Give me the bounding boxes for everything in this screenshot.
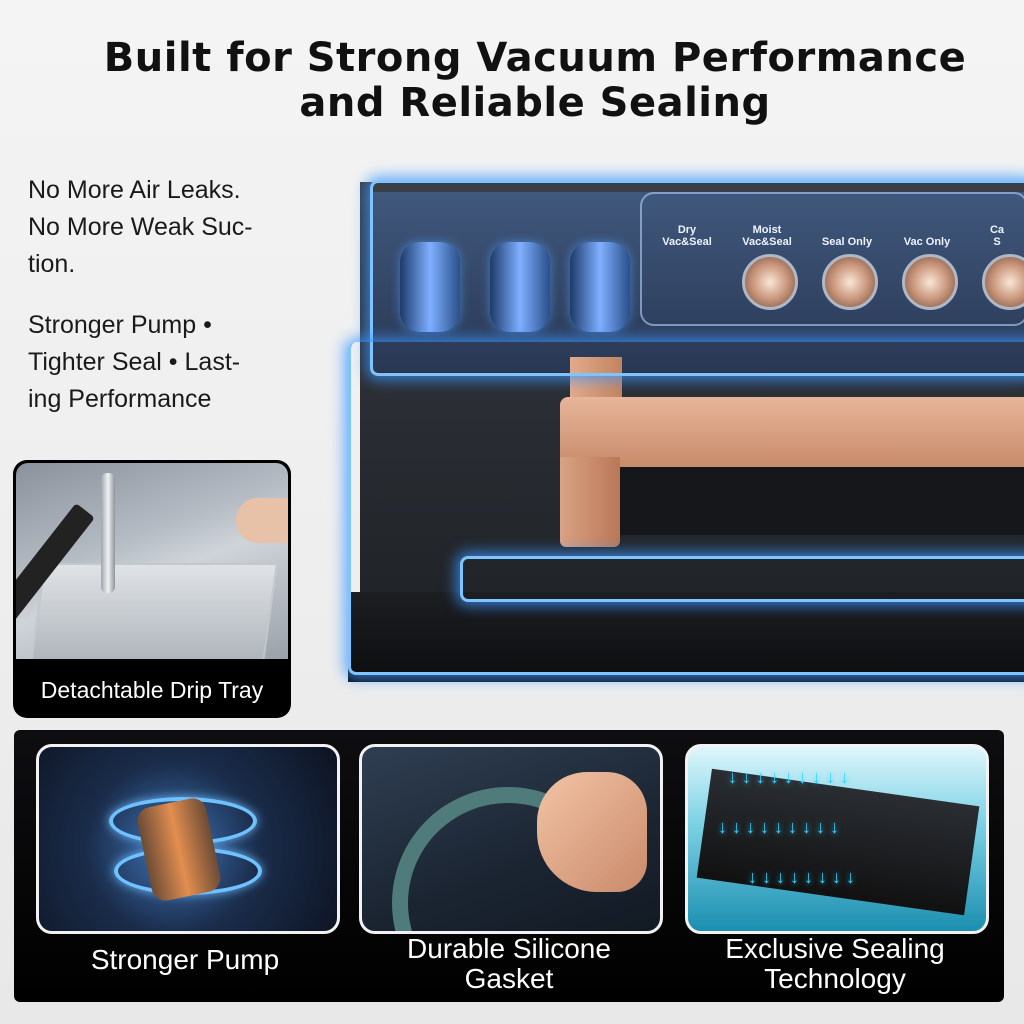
claim-no-leaks: No More Air Leaks. No More Weak Suc- tio… bbox=[28, 172, 328, 283]
sink-basin bbox=[27, 563, 279, 659]
claim-performance: Stronger Pump • Tighter Seal • Last- ing… bbox=[28, 307, 328, 418]
claim-line: Tighter Seal • Last- bbox=[28, 348, 241, 376]
claim-line: ing Performance bbox=[28, 385, 212, 413]
panel-label-line: Vac&Seal bbox=[662, 236, 712, 248]
claim-line: Stronger Pump • bbox=[28, 311, 212, 339]
sealing-bar-icon: ↓ ↓ ↓ ↓ ↓ ↓ ↓ ↓ ↓ ↓ ↓ ↓ ↓ ↓ ↓ ↓ ↓ ↓ ↓ ↓ … bbox=[685, 744, 989, 934]
pump-roller bbox=[400, 242, 460, 332]
knob-seal-only bbox=[822, 254, 878, 310]
airflow-arrow-icon: ↓ ↓ ↓ ↓ ↓ ↓ ↓ ↓ ↓ bbox=[728, 767, 850, 787]
drip-tray-card: Detachtable Drip Tray bbox=[13, 460, 291, 718]
headline-line-2: and Reliable Sealing bbox=[299, 80, 771, 126]
handle-leg bbox=[560, 457, 620, 547]
panel-label-seal-only: Seal Only bbox=[821, 236, 873, 248]
panel-label-moist: Moist Vac&Seal bbox=[732, 224, 802, 248]
panel-label-line: Ca bbox=[989, 224, 1005, 236]
panel-label-vac-only: Vac Only bbox=[903, 236, 951, 248]
feature-label-gasket: Durable Silicone Gasket bbox=[344, 934, 674, 994]
panel-label-line: Vac&Seal bbox=[742, 236, 792, 248]
finger-icon bbox=[537, 772, 647, 892]
glow-outline-top bbox=[370, 180, 1024, 376]
feature-label-line: Durable Silicone bbox=[407, 933, 611, 964]
handle-bar bbox=[560, 397, 1024, 467]
claim-line: No More Air Leaks. bbox=[28, 176, 241, 204]
page-headline: Built for Strong Vacuum Performance and … bbox=[40, 36, 1024, 126]
airflow-arrow-icon: ↓ ↓ ↓ ↓ ↓ ↓ ↓ ↓ ↓ bbox=[718, 817, 840, 837]
rose-gold-handle bbox=[560, 357, 1024, 547]
control-panel: Dry Vac&Seal Moist Vac&Seal Seal Only Va… bbox=[640, 192, 1024, 326]
machine-base bbox=[348, 592, 1024, 682]
claims-text: No More Air Leaks. No More Weak Suc- tio… bbox=[28, 172, 328, 442]
feature-strip: ↓ ↓ ↓ ↓ ↓ ↓ ↓ ↓ ↓ ↓ ↓ ↓ ↓ ↓ ↓ ↓ ↓ ↓ ↓ ↓ … bbox=[14, 730, 1004, 1002]
vacuum-sealer-image: Dry Vac&Seal Moist Vac&Seal Seal Only Va… bbox=[340, 172, 1024, 692]
hand-icon bbox=[236, 498, 288, 543]
glow-outline-slot bbox=[460, 556, 1024, 602]
airflow-arrow-icon: ↓ ↓ ↓ ↓ ↓ ↓ ↓ ↓ bbox=[748, 867, 856, 887]
faucet-icon bbox=[101, 473, 115, 593]
feature-label-line: Gasket bbox=[464, 963, 554, 994]
handle-opening bbox=[620, 467, 1024, 535]
panel-label-line: Dry bbox=[677, 224, 697, 236]
knob-moist bbox=[742, 254, 798, 310]
sealing-bar bbox=[696, 768, 980, 916]
panel-label-line: Moist bbox=[752, 224, 782, 236]
handle-riser bbox=[570, 357, 622, 397]
panel-label-cancel: Ca S bbox=[972, 224, 1022, 248]
silicone-gasket-icon bbox=[359, 744, 663, 934]
knob-vac-only bbox=[902, 254, 958, 310]
glow-outline-front bbox=[348, 342, 1024, 675]
pump-motor-icon bbox=[36, 744, 340, 934]
panel-label-line: S bbox=[993, 236, 1001, 248]
internal-mechanism bbox=[400, 232, 1020, 342]
claim-line: No More Weak Suc- bbox=[28, 213, 253, 241]
feature-label-pump: Stronger Pump bbox=[90, 944, 280, 975]
pump-roller bbox=[570, 242, 630, 332]
feature-label-line: Technology bbox=[764, 963, 906, 994]
feature-label-line: Exclusive Sealing bbox=[725, 933, 945, 964]
headline-line-1: Built for Strong Vacuum Performance bbox=[103, 35, 967, 81]
panel-label-dry: Dry Vac&Seal bbox=[652, 224, 722, 248]
knob-cancel bbox=[982, 254, 1024, 310]
claim-line: tion. bbox=[28, 250, 76, 278]
feature-label-sealing: Exclusive Sealing Technology bbox=[670, 934, 1000, 994]
drip-tray-label: Detachtable Drip Tray bbox=[40, 677, 264, 703]
pump-roller bbox=[490, 242, 550, 332]
drip-tray-photo bbox=[16, 463, 288, 659]
